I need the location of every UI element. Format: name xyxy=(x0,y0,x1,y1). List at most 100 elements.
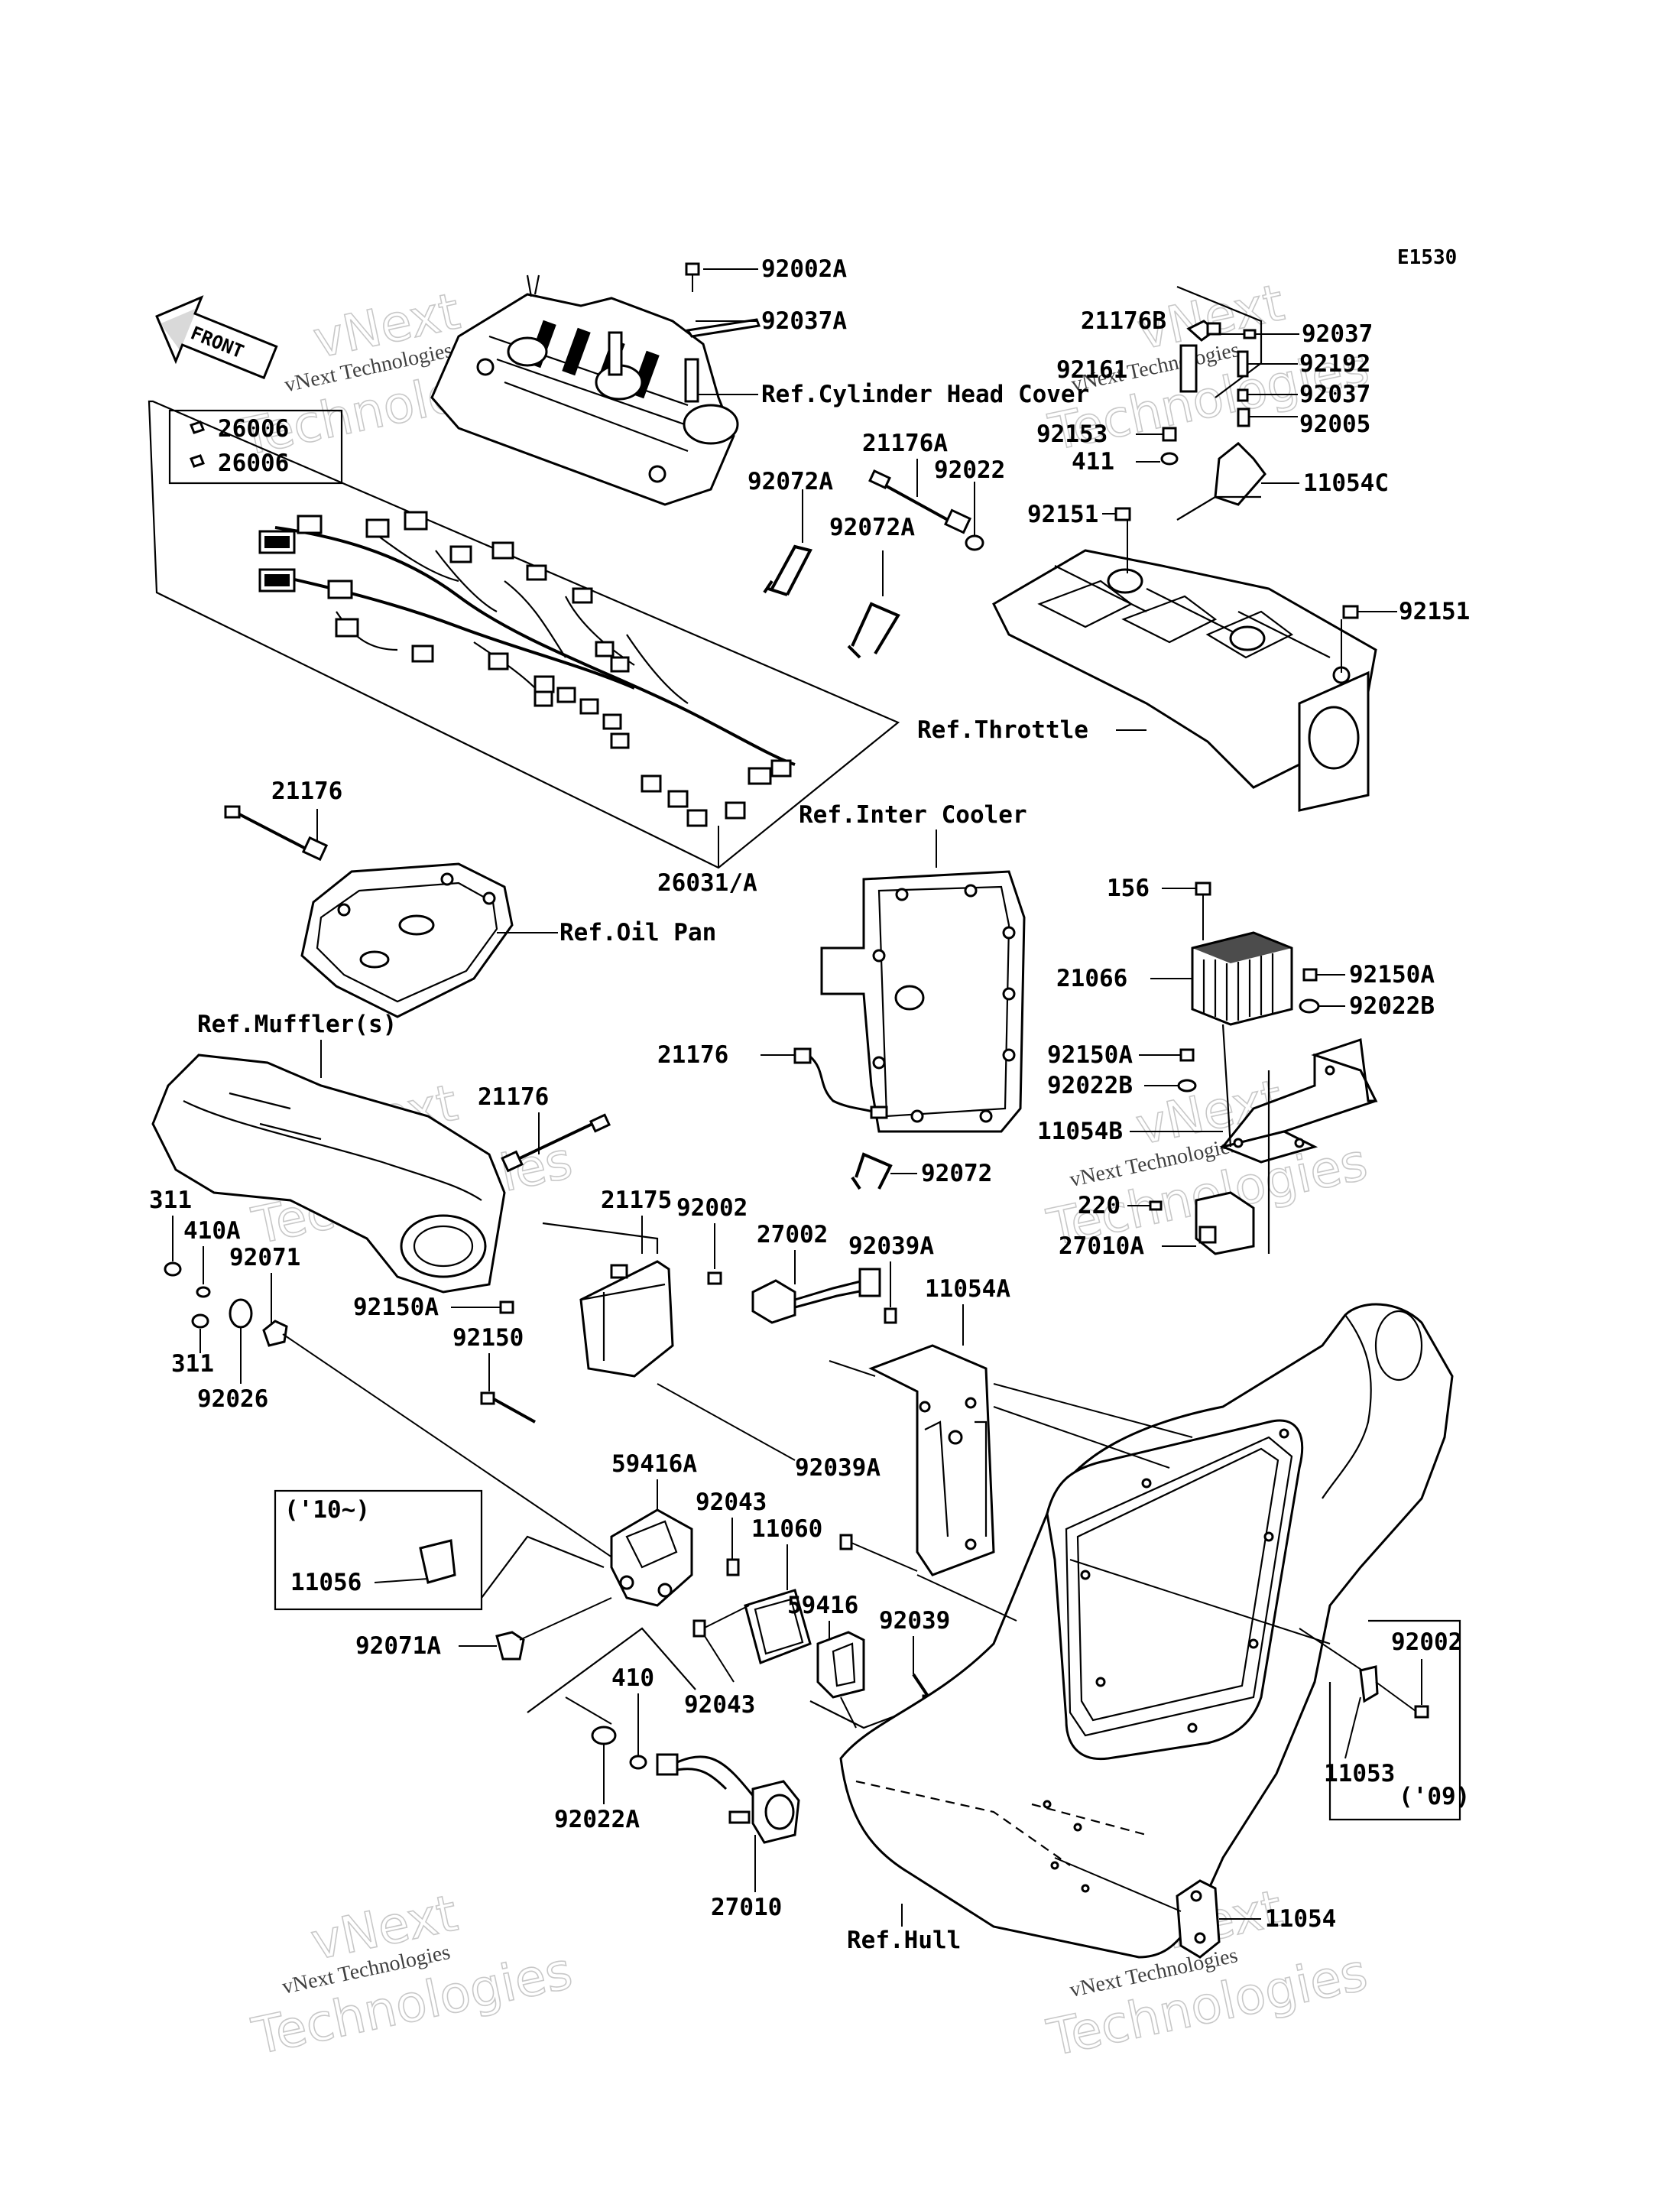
sensor-27002 xyxy=(751,1268,881,1324)
pin-92043-b xyxy=(692,1619,706,1638)
washer-411 xyxy=(1160,452,1179,466)
watermark-bottom-left: vNext vNext Technologies Technologies xyxy=(247,1883,578,2067)
label-92150A-a: 92150A xyxy=(1349,961,1435,989)
label-27010: 27010 xyxy=(711,1894,782,1921)
sensor-21176A xyxy=(868,469,972,534)
clip-icon-1 xyxy=(190,420,205,434)
washer-92022A xyxy=(591,1726,617,1745)
label-11054A: 11054A xyxy=(925,1275,1010,1303)
hull xyxy=(839,1303,1454,1959)
label-92071A: 92071A xyxy=(355,1632,441,1660)
label-92039A-b: 92039A xyxy=(795,1454,881,1482)
ecu-21175 xyxy=(542,1222,674,1378)
bolt-92151-b xyxy=(1342,605,1359,619)
label-92037-b: 92037 xyxy=(1299,381,1370,408)
bracket-11054 xyxy=(1176,1879,1221,1959)
bolt-92150A-b xyxy=(1179,1048,1195,1062)
bracket-59416A xyxy=(610,1508,693,1607)
bolt-92002A xyxy=(685,262,700,292)
label-21176-b: 21176 xyxy=(657,1041,728,1069)
label-311-a: 311 xyxy=(149,1187,192,1214)
label-92022B-b: 92022B xyxy=(1047,1072,1133,1099)
screw-92039A xyxy=(884,1307,897,1324)
variant-box-10 xyxy=(274,1489,483,1611)
label-27002: 27002 xyxy=(757,1221,828,1248)
label-92005: 92005 xyxy=(1299,411,1370,438)
sensor-21176-c xyxy=(501,1113,611,1173)
label-92072: 92072 xyxy=(921,1160,992,1187)
clip-92037-b xyxy=(1237,388,1249,402)
bolt-156 xyxy=(1195,881,1211,896)
label-92043-b: 92043 xyxy=(684,1691,755,1719)
clip-icon-2 xyxy=(190,454,205,468)
label-220: 220 xyxy=(1078,1192,1121,1219)
relay-27010 xyxy=(656,1753,800,1844)
screw-220 xyxy=(1149,1200,1163,1211)
label-92043-a: 92043 xyxy=(696,1489,767,1516)
regulator-21066 xyxy=(1191,931,1293,1026)
variant-box-09 xyxy=(1328,1619,1461,1821)
label-92002-a: 92002 xyxy=(676,1194,748,1222)
pin-92192 xyxy=(1237,350,1249,378)
label-311-b: 311 xyxy=(171,1350,214,1378)
label-21176-c: 21176 xyxy=(478,1083,549,1111)
damper-92026 xyxy=(229,1298,253,1329)
watermark-top-right: vNext vNext Technologies Technologies xyxy=(1043,272,1374,463)
label-92150A-c: 92150A xyxy=(353,1294,439,1321)
clamp-92072A-a xyxy=(763,544,812,596)
screw-92039A-b xyxy=(839,1534,853,1550)
label-26006-a: 26006 xyxy=(218,415,289,443)
clip-box xyxy=(168,409,343,485)
label-21175: 21175 xyxy=(601,1187,672,1214)
label-92022A: 92022A xyxy=(554,1806,640,1833)
label-ref-mufflers: Ref.Muffler(s) xyxy=(197,1011,397,1038)
label-92022B-a: 92022B xyxy=(1349,992,1435,1020)
label-09: ('09) xyxy=(1399,1783,1470,1810)
oil-pan xyxy=(300,862,514,1018)
bracket-11054A xyxy=(868,1344,995,1576)
label-59416: 59416 xyxy=(787,1592,858,1619)
muffler xyxy=(151,1054,506,1294)
relay-27010A xyxy=(1195,1191,1255,1255)
bracket-11054C xyxy=(1214,441,1266,506)
pin-92043-a xyxy=(726,1558,740,1576)
bolt-92150 xyxy=(480,1391,536,1424)
bracket-11056 xyxy=(419,1539,456,1584)
label-ref-hull: Ref.Hull xyxy=(847,1927,961,1954)
label-21176-a: 21176 xyxy=(271,778,342,805)
bolt-92002-b xyxy=(1414,1705,1429,1719)
label-92002A: 92002A xyxy=(761,255,847,283)
bolt-92153 xyxy=(1162,427,1177,442)
label-92150A-b: 92150A xyxy=(1047,1041,1133,1069)
label-10: ('10~) xyxy=(284,1496,370,1524)
cylinder-head-cover xyxy=(430,274,739,506)
label-92151-b: 92151 xyxy=(1399,598,1470,625)
label-11053: 11053 xyxy=(1324,1760,1395,1787)
grommet-92071 xyxy=(262,1320,288,1347)
screw-92005 xyxy=(1237,407,1250,427)
label-26031A: 26031/A xyxy=(657,869,757,897)
washer-92022B-a xyxy=(1299,998,1320,1014)
bracket-11053 xyxy=(1359,1665,1379,1703)
harness-frame xyxy=(148,400,900,869)
inter-cooler xyxy=(820,870,1026,1133)
label-92022: 92022 xyxy=(934,456,1005,484)
label-11054B: 11054B xyxy=(1037,1118,1123,1145)
label-59416A: 59416A xyxy=(611,1450,697,1478)
label-21176B: 21176B xyxy=(1081,307,1166,335)
grommet-92071A xyxy=(495,1631,525,1661)
label-92072A-a: 92072A xyxy=(748,468,833,495)
gasket-11060 xyxy=(744,1589,812,1664)
washer-92022B-b xyxy=(1177,1079,1197,1093)
nut-311-b xyxy=(191,1313,209,1329)
label-11054: 11054 xyxy=(1265,1905,1336,1933)
label-92072A-b: 92072A xyxy=(829,514,915,541)
label-ref-throttle: Ref.Throttle xyxy=(917,716,1088,744)
bolt-92037-a xyxy=(1243,329,1257,339)
diagram-code: E1530 xyxy=(1397,246,1457,269)
sensor-21176-b xyxy=(793,1047,888,1119)
washer-410A xyxy=(196,1286,211,1298)
sensor-92161 xyxy=(1179,344,1198,393)
label-11056: 11056 xyxy=(290,1569,362,1596)
